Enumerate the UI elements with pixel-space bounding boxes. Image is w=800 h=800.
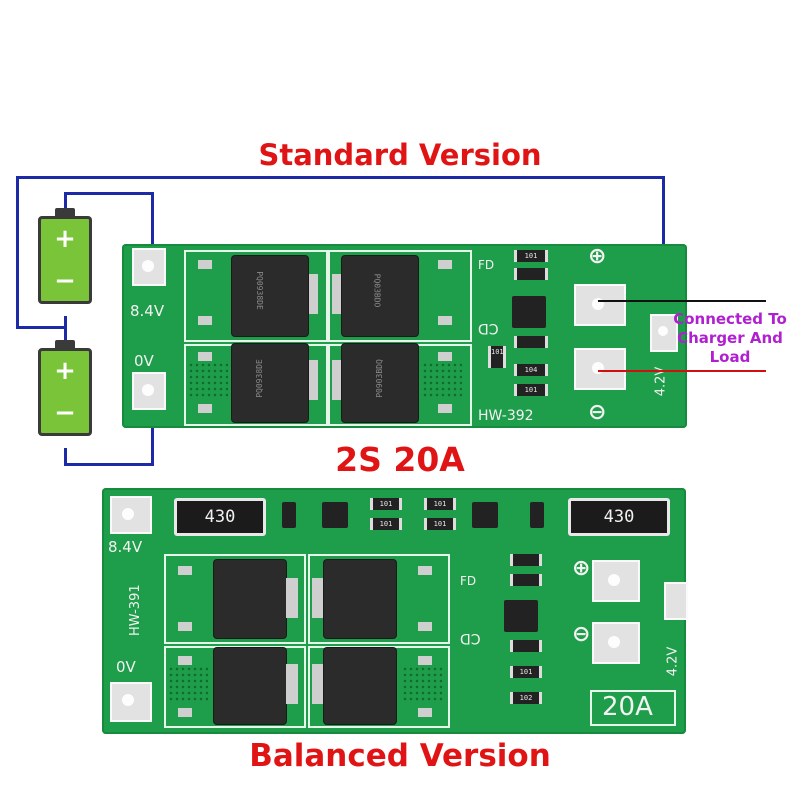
- connection-label: Connected To Charger And Load: [660, 310, 800, 367]
- mosfet-outline: [328, 250, 472, 342]
- resistor: [510, 554, 542, 566]
- connection-label-line2: Charger And: [677, 329, 783, 347]
- resistor: [514, 268, 548, 280]
- balanced-version-title: Balanced Version: [249, 738, 551, 774]
- mosfet-outline: [308, 646, 450, 728]
- resistor: 101: [370, 498, 402, 510]
- label-0v: 0V: [134, 352, 154, 370]
- battery-cell-2: + −: [38, 340, 92, 436]
- pad-hole: [122, 694, 134, 706]
- rating-title: 2S 20A: [335, 440, 465, 479]
- via-dots: [402, 666, 442, 702]
- minus-sign-icon: ⊖: [588, 400, 607, 425]
- standard-pcb-board: 8.4V 0V PQ0938DE PQ03BDO PQ0938DE P0903B…: [122, 244, 687, 428]
- silk-fd: FD: [478, 258, 495, 272]
- wire-top-long: [16, 176, 664, 179]
- plus-sign-icon: ⊕: [572, 556, 591, 581]
- mosfet-outline: [164, 646, 306, 728]
- wire-between-cells: [64, 316, 67, 350]
- model-label: HW-392: [478, 408, 534, 424]
- protection-ic: [504, 600, 538, 632]
- balance-ic: [322, 502, 348, 528]
- mosfet-outline: [184, 250, 328, 342]
- minus-sign-icon: −: [54, 398, 76, 428]
- mosfet-chip: [324, 648, 396, 724]
- plus-sign-icon: ⊕: [588, 244, 607, 269]
- standard-version-title: Standard Version: [258, 138, 542, 172]
- plus-sign-icon: +: [54, 224, 76, 254]
- resistor: 101: [514, 384, 548, 396]
- pad-hole: [592, 362, 604, 374]
- wire-left-bottom: [16, 326, 66, 329]
- rating-box: [590, 690, 676, 726]
- connection-label-line3: Load: [709, 348, 751, 366]
- mosfet-chip: PQ0938DE: [232, 256, 308, 336]
- label-0v: 0V: [116, 658, 136, 676]
- pad-hole: [658, 326, 668, 336]
- wire-bat-to-pad-bottom: [64, 463, 154, 466]
- mosfet-chip: [214, 648, 286, 724]
- label-4-2v: 4.2V: [665, 646, 681, 677]
- resistor: [510, 640, 542, 652]
- resistor: 104: [514, 364, 548, 376]
- resistor: 101: [510, 666, 542, 678]
- pad-hole: [608, 574, 620, 586]
- mosfet-chip: PQ0938DE: [232, 344, 308, 422]
- silk-cd: CD: [460, 630, 481, 646]
- minus-sign-icon: ⊖: [572, 622, 591, 647]
- pad-4-2v: [664, 582, 688, 620]
- plus-sign-icon: +: [54, 356, 76, 386]
- balance-ic: [282, 502, 296, 528]
- pad-hole: [122, 508, 134, 520]
- resistor: 101: [424, 498, 456, 510]
- resistor: [510, 574, 542, 586]
- balance-resistor: 430: [174, 498, 266, 536]
- wire-right-down: [662, 176, 665, 304]
- resistor: 101: [370, 518, 402, 530]
- rating-label: 20A: [602, 692, 653, 722]
- wire-bat-to-pad-bottom-v2: [151, 404, 154, 466]
- mosfet-chip: P0903BDQ: [342, 344, 418, 422]
- via-dots: [422, 362, 462, 398]
- connection-label-line1: Connected To: [673, 310, 787, 328]
- resistor: 101: [514, 250, 548, 262]
- battery-cell-1: + −: [38, 208, 92, 304]
- resistor: 101: [488, 346, 506, 368]
- pad-hole: [608, 636, 620, 648]
- resistor: [514, 336, 548, 348]
- mosfet-outline: [308, 554, 450, 644]
- resistor: 101: [424, 518, 456, 530]
- silk-cd: CD: [478, 320, 499, 336]
- mosfet-outline: [164, 554, 306, 644]
- label-8-4v: 8.4V: [130, 302, 165, 320]
- wire-bat-to-pad-bottom-v1: [64, 448, 67, 466]
- minus-sign-icon: −: [54, 266, 76, 296]
- balance-ic: [472, 502, 498, 528]
- silk-fd: FD: [460, 574, 477, 588]
- wire-bat-to-pad-top-v2: [151, 192, 154, 264]
- model-label: HW-391: [128, 584, 143, 636]
- balanced-pcb-board: 8.4V HW-391 0V 430 430 101 101 101 101 F…: [102, 488, 688, 734]
- balance-ic: [530, 502, 544, 528]
- mosfet-chip: [214, 560, 286, 638]
- via-dots: [188, 362, 228, 398]
- wire-bat-to-pad-top-v1: [64, 192, 67, 214]
- label-8-4v: 8.4V: [108, 538, 143, 556]
- via-dots: [168, 666, 208, 702]
- pad-hole: [142, 260, 154, 272]
- resistor: 102: [510, 692, 542, 704]
- wire-left-down: [16, 176, 19, 328]
- protection-ic: [512, 296, 546, 328]
- pad-0v: [132, 372, 166, 410]
- wire-bat-to-pad-top: [64, 192, 154, 195]
- red-lead-wire: [598, 370, 766, 372]
- balance-resistor: 430: [568, 498, 670, 536]
- mosfet-chip: PQ03BDO: [342, 256, 418, 336]
- pad-hole: [142, 384, 154, 396]
- mosfet-chip: [324, 560, 396, 638]
- pad-battery-positive: [574, 284, 626, 326]
- black-lead-wire: [598, 300, 766, 302]
